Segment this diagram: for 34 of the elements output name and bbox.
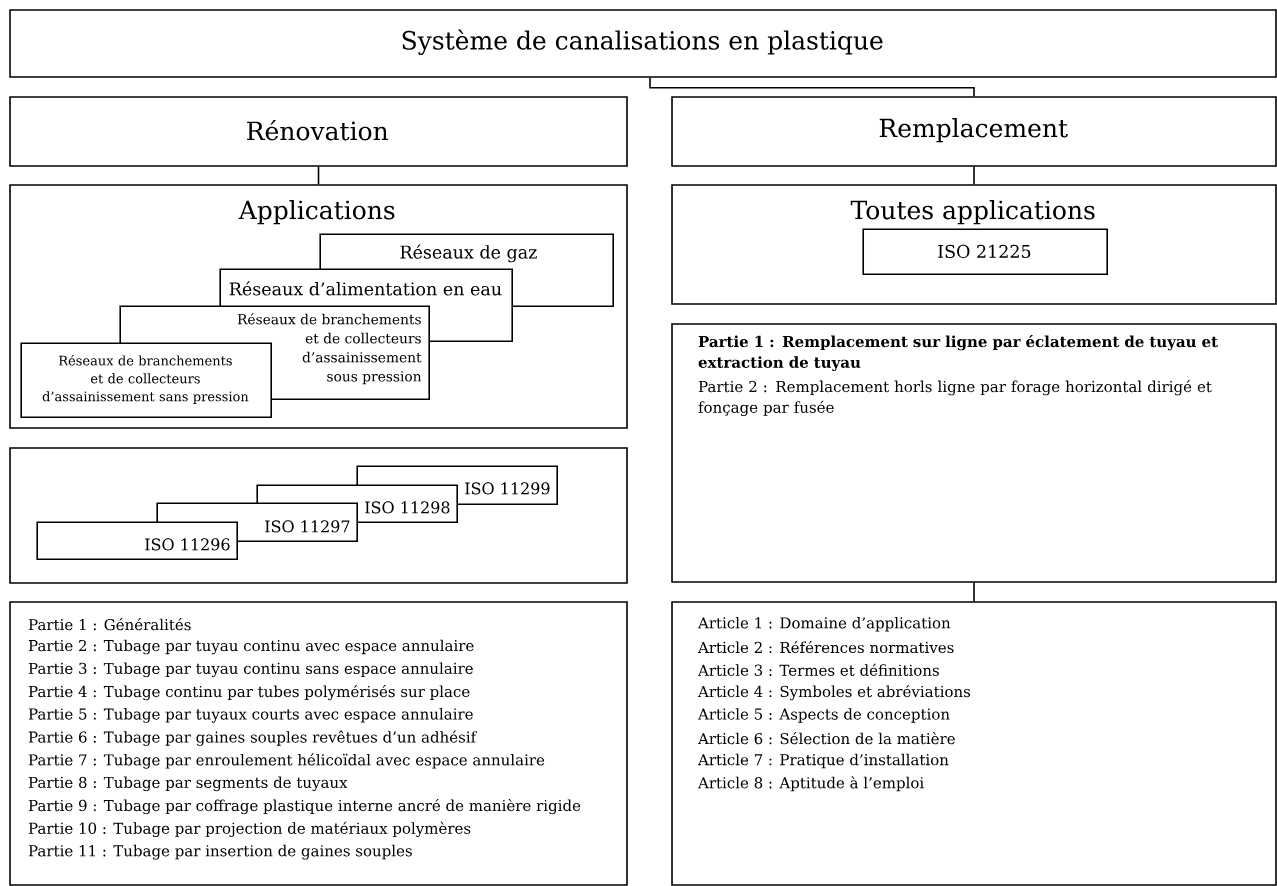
list-item: Article 6 : Sélection de la matière xyxy=(697,732,955,745)
list-item: Article 7 : Pratique d’installation xyxy=(697,753,949,769)
list-item: Partie 8 : Tubage par segments de tuyaux xyxy=(28,776,348,792)
list-panel xyxy=(9,601,628,886)
list-item: Partie 11 : Tubage par insertion de gaines souples xyxy=(28,844,412,860)
list-item: Partie 1 : Remplacement sur ligne par éclatement de tuyau et extraction de tuyau xyxy=(698,335,1218,371)
category-box: Remplacement xyxy=(671,96,1277,167)
list-item: Partie 6 : Tubage par gaines souples revêtues d’un adhésif xyxy=(28,730,478,746)
list-item: Partie 7 : Tubage par enroulement hélicoïdal avec espace annulaire xyxy=(28,753,545,769)
connector-line xyxy=(317,166,320,185)
standard-box: ISO 21225 xyxy=(862,228,1108,275)
list-item: Article 8 : Aptitude à l’emploi xyxy=(697,776,924,792)
list-item: Partie 2 : Tubage par tuyau continu avec espace annulaire xyxy=(28,639,474,655)
list-item: Partie 4 : Tubage continu par tubes polymérisés sur place xyxy=(28,684,470,701)
list-item: Article 2 : Références normatives xyxy=(697,640,954,654)
title-box: Système de canalisations en plastique xyxy=(9,9,1277,78)
list-item: Partie 3 : Tubage par tuyau continu sans espace annulaire xyxy=(28,662,473,678)
list-panel xyxy=(671,323,1277,583)
application-box: Réseaux de branchements et de collecteurs d’assainissement sans pression xyxy=(20,342,272,418)
list-item: Partie 5 : Tubage par tuyaux courts avec espace annulaire xyxy=(28,708,473,723)
list-item: Article 5 : Aspects de conception xyxy=(697,708,950,723)
list-panel xyxy=(671,601,1277,886)
connector-line xyxy=(973,582,975,602)
list-item: Article 4 : Symboles et abréviations xyxy=(697,684,971,701)
list-item: Article 1 : Domaine d’application xyxy=(697,616,951,632)
list-item: Article 3 : Termes et définitions xyxy=(697,663,939,676)
list-item: Partie 10 : Tubage par projection de matériaux polymères xyxy=(28,821,471,838)
list-item: Partie 1 : Généralités xyxy=(28,618,191,631)
standard-box: ISO 11296 xyxy=(36,521,238,560)
list-item: Partie 9 : Tubage par coffrage plastique interne ancré de manière rigide xyxy=(28,798,581,815)
category-box: Rénovation xyxy=(9,96,628,167)
connector-line xyxy=(649,77,975,97)
connector-line xyxy=(973,166,975,185)
list-item: Partie 2 : Remplacement horls ligne par forage horizontal dirigé et fonçage par fusée xyxy=(698,380,1212,416)
